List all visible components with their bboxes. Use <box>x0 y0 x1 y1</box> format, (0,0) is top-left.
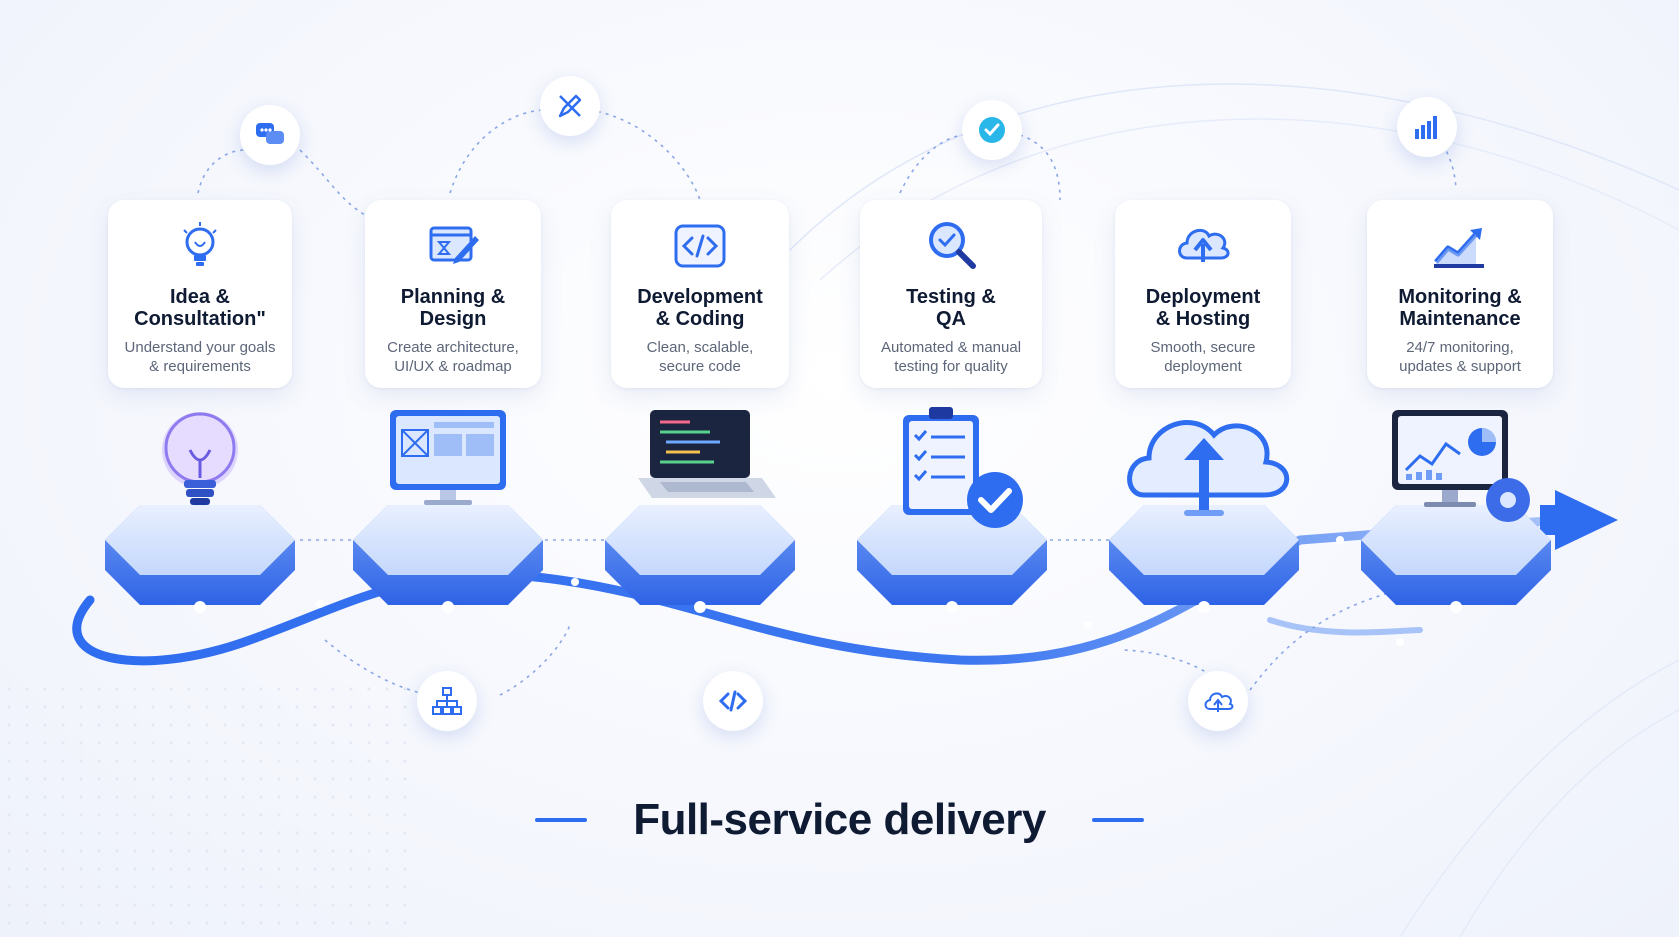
dotted-background <box>0 680 420 937</box>
step-card-1: Idea &Consultation" Understand your goal… <box>108 200 292 388</box>
step-title: Monitoring &Maintenance <box>1398 286 1522 330</box>
bar-chart-node <box>1397 97 1457 157</box>
check-circle-icon <box>979 117 1005 143</box>
step-title: Development& Coding <box>637 286 763 330</box>
lightbulb-icon <box>183 222 217 266</box>
cloud-upload-small-icon <box>1204 692 1234 712</box>
step-description: Understand your goals& requirements <box>124 339 276 375</box>
check-node <box>962 100 1022 160</box>
sitemap-node <box>417 671 477 731</box>
step-description: Create architecture,UI/UX & roadmap <box>387 339 519 375</box>
code-node <box>703 671 763 731</box>
pen-tool-icon <box>558 94 582 118</box>
pedestal-5 <box>1109 505 1299 613</box>
cloud-upload-icon <box>1178 228 1230 262</box>
magnifier-check-icon <box>929 222 976 269</box>
pedestal-3 <box>605 505 795 613</box>
laptop-code-icon <box>638 410 776 498</box>
footer-right-rule <box>1092 818 1145 822</box>
step-description: 24/7 monitoring,updates & support <box>1399 339 1521 375</box>
chat-bubbles-icon <box>256 123 284 144</box>
cloud-upload-3d-icon <box>1127 420 1290 516</box>
flow-arrow <box>1540 490 1618 550</box>
step-title: Deployment& Hosting <box>1145 286 1261 330</box>
lightbulb-3d-icon <box>162 412 238 505</box>
sitemap-icon <box>432 687 462 715</box>
step-title: Idea &Consultation" <box>134 286 266 330</box>
step-title: Testing &QA <box>906 286 996 330</box>
pedestal-2 <box>353 505 543 613</box>
pen-tool-node <box>540 76 600 136</box>
step-description: Clean, scalable,secure code <box>646 339 754 375</box>
pedestal-1 <box>105 505 295 613</box>
code-icon <box>674 224 726 268</box>
step-card-2: Planning &Design Create architecture,UI/… <box>365 200 541 388</box>
step-title: Planning &Design <box>400 286 506 330</box>
code-brackets-icon <box>718 690 748 712</box>
step-card-6: Monitoring &Maintenance 24/7 monitoring,… <box>1367 200 1553 388</box>
footer-label: Full-service delivery <box>633 795 1046 844</box>
monitor-wireframe-icon <box>390 410 506 505</box>
flow-path <box>72 515 1565 666</box>
clipboard-check-icon <box>903 407 1023 528</box>
design-board-icon <box>429 226 479 264</box>
step-card-3: Development& Coding Clean, scalable,secu… <box>611 200 789 388</box>
pedestal-4 <box>857 505 1047 613</box>
bar-chart-icon <box>1415 116 1437 139</box>
analytics-monitor-icon <box>1392 410 1530 522</box>
pedestal-6 <box>1361 505 1551 613</box>
trend-chart-icon <box>1434 228 1484 268</box>
footer: Full-service delivery <box>0 795 1679 845</box>
cloud-node <box>1188 671 1248 731</box>
chat-bubble-node <box>240 105 300 165</box>
footer-left-rule <box>534 818 587 822</box>
